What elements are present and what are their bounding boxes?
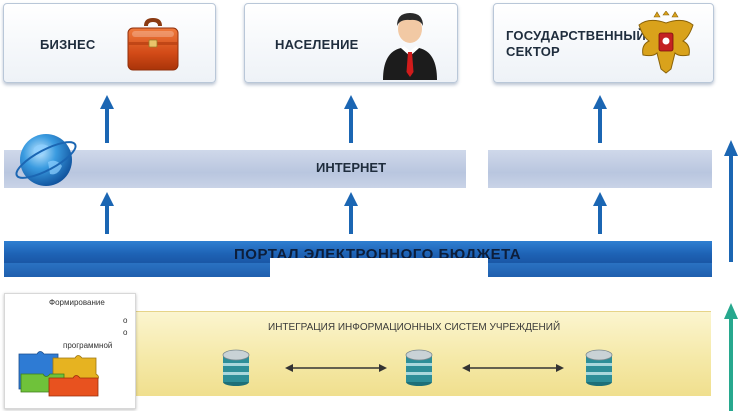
card-line2: о (123, 316, 128, 325)
internet-band-left (4, 150, 466, 188)
card-line1: Формирование (49, 298, 105, 307)
database-icon-middle (405, 349, 433, 386)
double-arrow-left (285, 364, 387, 372)
briefcase-icon (127, 17, 179, 71)
arrow-up-business-middle (100, 192, 114, 234)
database-icon-right (585, 349, 613, 386)
double-arrow-right (462, 364, 564, 372)
arrow-up-business-top (100, 95, 114, 143)
coat-of-arms-icon (638, 11, 694, 74)
globe-icon (15, 134, 77, 186)
arrow-up-government-middle (593, 192, 607, 234)
population-box: НАСЕЛЕНИЕ (244, 3, 458, 83)
left-card: Формирование о о программной (4, 293, 136, 409)
internet-band-right (488, 150, 712, 188)
right-arrow-blue (724, 140, 738, 262)
person-icon (383, 13, 437, 80)
business-label: БИЗНЕС (40, 37, 96, 52)
internet-label: ИНТЕРНЕТ (316, 160, 387, 175)
population-label: НАСЕЛЕНИЕ (275, 37, 359, 52)
database-icon-left (222, 349, 250, 386)
business-box: БИЗНЕС (3, 3, 216, 83)
right-arrow-teal (724, 303, 738, 411)
integration-label: ИНТЕГРАЦИЯ ИНФОРМАЦИОННЫХ СИСТЕМ УЧРЕЖДЕ… (268, 322, 561, 333)
arrow-up-government-top (593, 95, 607, 143)
arrow-up-population-middle (344, 192, 358, 234)
government-label-line2: СЕКТОР (506, 44, 560, 59)
government-label-line1: ГОСУДАРСТВЕННЫЙ (506, 28, 646, 43)
card-line4: программной (63, 341, 113, 350)
card-line3: о (123, 328, 128, 337)
arrow-up-population-top (344, 95, 358, 143)
puzzle-icon (18, 351, 99, 397)
government-box: ГОСУДАРСТВЕННЫЙ СЕКТОР (493, 3, 714, 83)
